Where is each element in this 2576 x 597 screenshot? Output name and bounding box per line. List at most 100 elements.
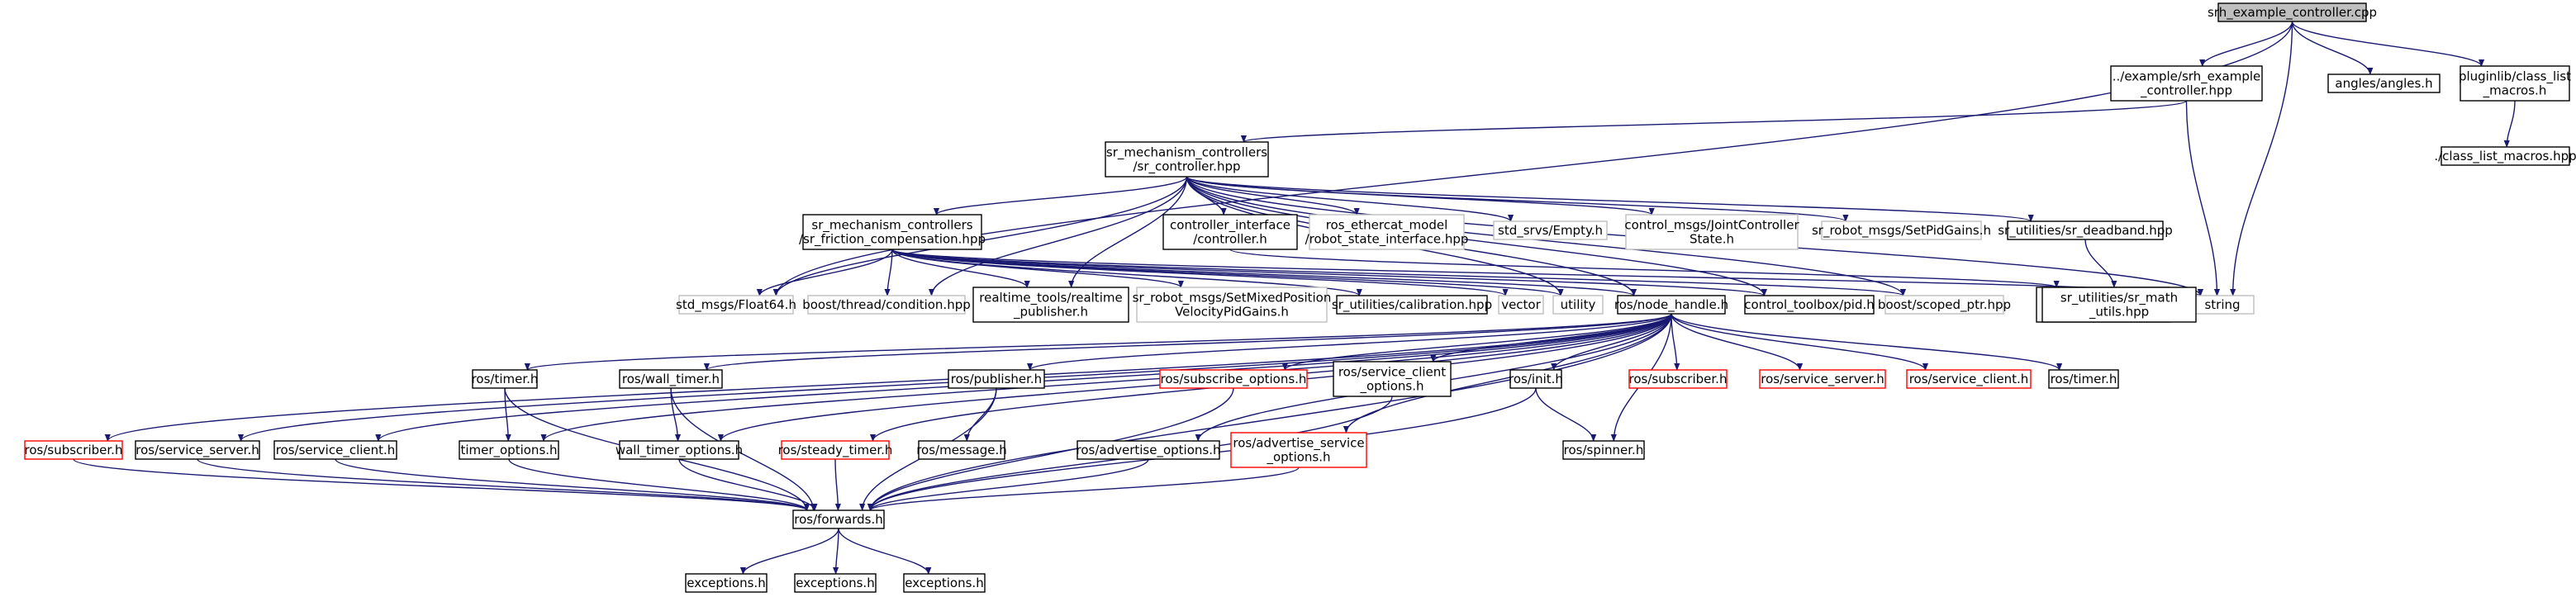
- edge-line: [891, 249, 1767, 296]
- node-srvclient1[interactable]: ros/service_client.h: [273, 440, 397, 460]
- node-label: control_toolbox/pid.h: [1744, 297, 1875, 313]
- edge-root-to-examplehpp: [2199, 21, 2293, 67]
- node-timeropts[interactable]: timer_options.h: [459, 440, 559, 460]
- edge-line: [1027, 313, 1672, 371]
- node-box: [24, 440, 123, 460]
- edge-line: [2084, 239, 2117, 288]
- node-label: ros/message.h: [916, 443, 1007, 457]
- node-subscriber1[interactable]: ros/subscriber.h: [24, 440, 123, 460]
- node-spinner[interactable]: ros/spinner.h: [1562, 440, 1645, 460]
- edge-root-to-float64: [772, 21, 2293, 296]
- node-srcontroller[interactable]: sr_mechanism_controllers/sr_controller.h…: [1105, 141, 1269, 178]
- node-srmath[interactable]: sr_utilities/sr_math_utils.hpp: [2041, 287, 2197, 323]
- node-forwards[interactable]: ros/forwards.h: [792, 509, 885, 529]
- node-classlist[interactable]: ./class_list_macros.hpp: [2434, 146, 2576, 166]
- node-label: control_msgs/JointController: [1624, 218, 1799, 234]
- node-steadytimer[interactable]: ros/steady_timer.h: [778, 440, 893, 460]
- edge-line: [508, 458, 810, 511]
- edge-line: [834, 458, 841, 511]
- node-label: ros/wall_timer.h: [622, 372, 720, 387]
- edge-line: [670, 387, 817, 511]
- node-timer1[interactable]: ros/timer.h: [472, 369, 539, 389]
- node-walltimeropts[interactable]: wall_timer_options.h: [615, 440, 743, 460]
- edge-nodehandle-to-walltimer: [704, 313, 1672, 371]
- node-rtpub[interactable]: realtime_tools/realtime_publisher.h: [972, 287, 1129, 323]
- node-walltimer[interactable]: ros/wall_timer.h: [619, 369, 723, 389]
- edge-forwards-to-exc1: [739, 528, 839, 575]
- node-advsrvopts[interactable]: ros/advertise_service_options.h: [1230, 432, 1367, 468]
- node-srvserver1[interactable]: ros/service_server.h: [135, 440, 260, 460]
- edge-line: [1535, 387, 1597, 442]
- node-label: vector: [1501, 297, 1541, 312]
- edge-line: [891, 249, 1637, 296]
- node-scopedptr: boost/scoped_ptr.hpp: [1878, 295, 2011, 315]
- edge-line: [1186, 176, 1655, 216]
- node-box: [948, 369, 1045, 389]
- edge-line: [335, 458, 810, 511]
- node-message[interactable]: ros/message.h: [916, 440, 1007, 460]
- edge-publisher-to-message: [963, 387, 997, 442]
- node-box: [619, 369, 723, 389]
- node-subopts[interactable]: ros/subscribe_options.h: [1159, 369, 1308, 389]
- node-examplehpp[interactable]: ../example/srh_example_controller.hpp: [2110, 65, 2263, 102]
- edge-line: [1229, 249, 2060, 288]
- node-label: wall_timer_options.h: [615, 443, 743, 458]
- node-nodehandle[interactable]: ros/node_handle.h: [1614, 295, 1728, 315]
- node-publisher[interactable]: ros/publisher.h: [948, 369, 1045, 389]
- edge-examplehpp-to-string: [2185, 100, 2221, 296]
- edge-line: [2291, 21, 2374, 75]
- node-angles[interactable]: angles/angles.h: [2327, 73, 2441, 93]
- node-box: [1821, 220, 1982, 240]
- node-label: ros/spinner.h: [1564, 443, 1644, 457]
- node-box: [685, 573, 768, 593]
- node-label: ros/subscribe_options.h: [1161, 372, 1307, 387]
- edge-friction-to-condition: [884, 249, 893, 296]
- node-exc3[interactable]: exceptions.h: [903, 573, 986, 593]
- node-label: utility: [1561, 297, 1596, 312]
- node-string: string: [2190, 295, 2255, 315]
- node-box: [1336, 295, 1488, 315]
- node-exc1[interactable]: exceptions.h: [685, 573, 768, 593]
- node-utility: utility: [1552, 295, 1604, 315]
- node-pluginlib[interactable]: pluginlib/class_list_macros.h: [2459, 65, 2571, 102]
- node-timer2[interactable]: ros/timer.h: [2048, 369, 2119, 389]
- edge-line: [704, 313, 1672, 371]
- node-srvclientopts[interactable]: ros/service_client_options.h: [1333, 361, 1452, 397]
- node-exc2[interactable]: exceptions.h: [794, 573, 877, 593]
- node-calibration[interactable]: sr_utilities/calibration.hpp: [1332, 295, 1492, 315]
- edge-line: [540, 313, 1672, 442]
- node-label: ros/advertise_options.h: [1077, 443, 1221, 458]
- node-pid[interactable]: control_toolbox/pid.h: [1744, 295, 1875, 315]
- edge-friction-to-float64: [756, 249, 893, 296]
- edge-nodehandle-to-srvclientopts: [1430, 313, 1672, 362]
- edge-line: [884, 249, 893, 296]
- node-advopts[interactable]: ros/advertise_options.h: [1077, 440, 1221, 460]
- edge-deadband-to-srmath: [2084, 239, 2117, 288]
- edge-walltimer-to-forwards: [670, 387, 817, 511]
- edge-line: [73, 458, 810, 511]
- edge-friction-to-pid: [891, 249, 1767, 296]
- node-srvclient2[interactable]: ros/service_client.h: [1906, 369, 2032, 389]
- edge-srcontroller-to-robotstate: [1186, 176, 1360, 216]
- node-box: [792, 509, 885, 529]
- edge-line: [197, 458, 810, 511]
- node-label: ros/publisher.h: [951, 372, 1042, 386]
- nodes-layer: srh_example_controller.cpp../example/srh…: [24, 2, 2576, 593]
- edge-line: [1671, 313, 1928, 371]
- node-box: [2441, 146, 2570, 166]
- node-friction[interactable]: sr_mechanism_controllers/sr_friction_com…: [799, 214, 986, 250]
- node-subscriber2[interactable]: ros/subscriber.h: [1628, 369, 1728, 389]
- edge-line: [1186, 176, 2034, 222]
- edge-line: [1671, 313, 2063, 371]
- node-label: ros/service_client: [1338, 365, 1446, 381]
- edge-srcontroller-to-scopedptr: [1186, 176, 1906, 296]
- node-label: VelocityPidGains.h: [1175, 305, 1289, 320]
- node-init[interactable]: ros/init.h: [1509, 369, 1563, 389]
- edge-nodehandle-to-forwards: [867, 313, 1672, 511]
- node-label: ros/service_server.h: [135, 443, 259, 458]
- node-srvserver2[interactable]: ros/service_server.h: [1759, 369, 1886, 389]
- node-box: [2007, 220, 2164, 240]
- node-deadband[interactable]: sr_utilities/sr_deadband.hpp: [1998, 220, 2173, 240]
- node-ctrliface[interactable]: controller_interface/controller.h: [1162, 214, 1298, 250]
- edge-line: [934, 176, 1188, 216]
